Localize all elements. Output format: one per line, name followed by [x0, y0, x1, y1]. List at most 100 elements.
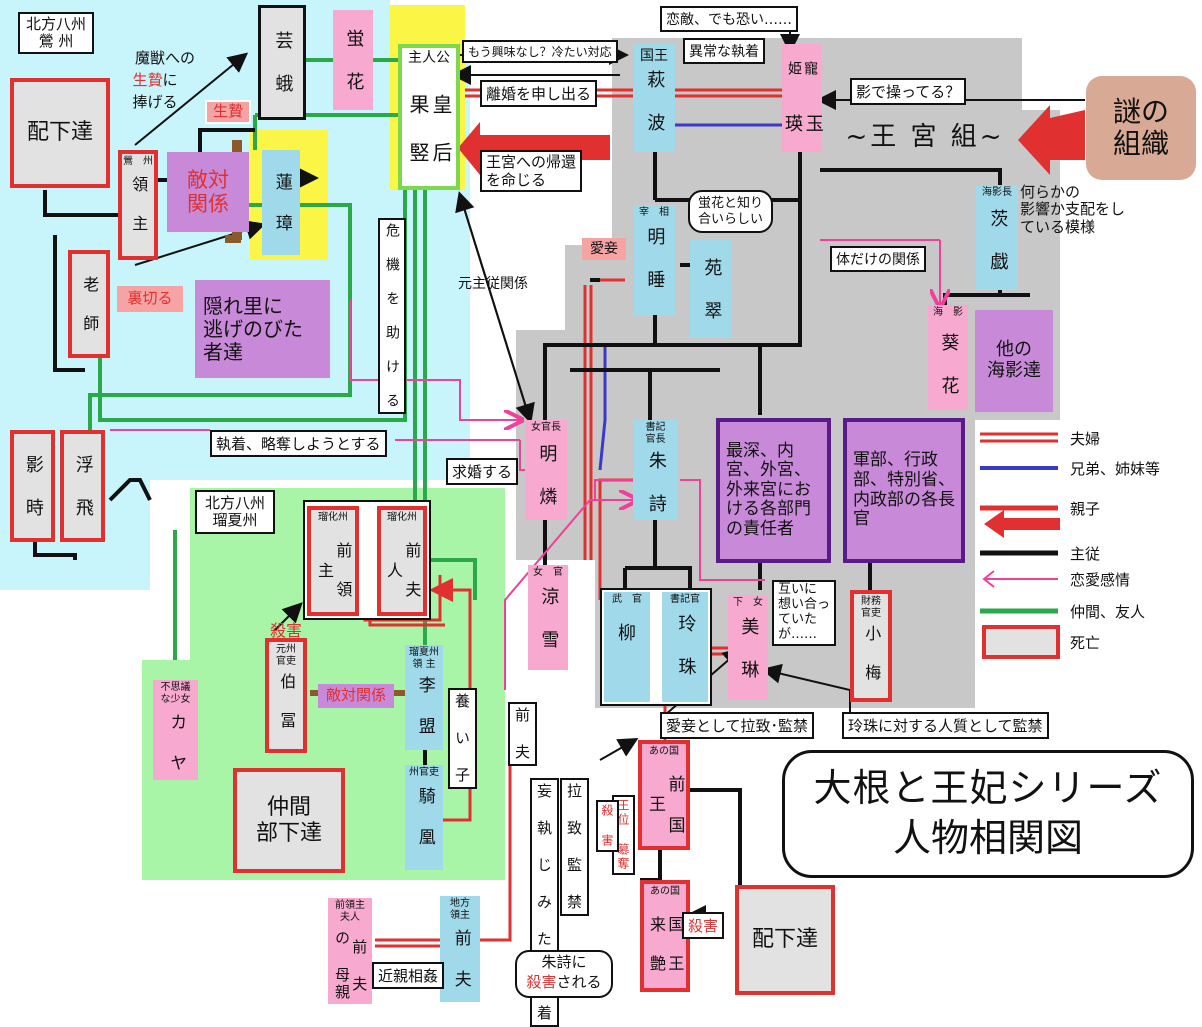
- label-kage: 影で操ってる？: [850, 78, 967, 105]
- label-satsugai-2: 殺 害: [596, 800, 619, 852]
- bukan-tag: 武 官: [612, 594, 642, 605]
- legend-item-shuujuu: 主従: [980, 540, 1190, 566]
- legend-label-shibou: 死亡: [1070, 634, 1101, 652]
- node-kaieichou: 海影長 茨 戯: [976, 185, 1018, 290]
- node-fushigi: 不思議 な少女 カ ヤ: [153, 680, 198, 780]
- node-rika-ryoushu: 瑠夏州 領 主 李 盟: [405, 645, 443, 750]
- nyokan-tag: 女 官: [533, 567, 563, 578]
- zen-fujin-tag: 瑠化州: [387, 512, 417, 523]
- node-keika: 蛍 花: [333, 10, 373, 110]
- hero-tag: 主人公: [408, 50, 450, 66]
- shoki-chou-name: 朱 詩: [645, 451, 667, 514]
- node-shokikan: 書記官 玲 珠: [662, 592, 708, 702]
- zen-ryoushu-fujin-name: 前 夫 の 母親: [333, 930, 369, 1001]
- zen-ryoushu-fujin-tag: 前領主 夫人: [335, 900, 365, 923]
- node-gunbu-choukan: 軍部、行政部、特別省、内政部の各長官: [843, 418, 965, 563]
- shokikan-tag: 書記官: [670, 594, 700, 605]
- node-ryoushu: 鶯 州 領 主: [118, 150, 158, 260]
- zaimu-name: 小 梅: [862, 625, 882, 682]
- legend-item-fuufu: 夫婦: [980, 425, 1190, 451]
- title-box: 大根と王妃シリーズ 人物相関図: [782, 750, 1194, 878]
- label-kyomi: もう興味なし？冷たい対応: [462, 40, 618, 63]
- node-zen-ryoushu: 瑠化州 前 領 主: [307, 506, 359, 616]
- legend-label-nakama: 仲間、友人: [1070, 603, 1146, 621]
- node-zen-fujin: 瑠化州 前 夫 人: [377, 506, 427, 616]
- node-kageji: 影 時: [10, 430, 55, 542]
- label-mazyu-ikenie: 生贄: [132, 71, 163, 90]
- legend-label-fuufu: 夫婦: [1070, 430, 1101, 448]
- shoki-chou-tag: 書記 官長: [645, 422, 666, 445]
- legend-pink-arrow: [982, 570, 1058, 588]
- label-zenpu: 前 夫: [508, 702, 537, 766]
- ryoushu-tag: 鶯 州: [123, 156, 153, 167]
- label-kiki: 危 機 を 助 け る: [378, 218, 406, 414]
- kaieichou-tag: 海影長: [982, 187, 1012, 198]
- legend-item-nakama: 仲間、友人: [980, 598, 1190, 624]
- rika-ryoushu-tag: 瑠夏州 領 主: [409, 647, 439, 670]
- rika-ryoushu-name: 李 盟: [414, 676, 435, 736]
- kaiei-tag: 海 影: [933, 307, 963, 318]
- hero-name: 皇 后 果 竪: [406, 94, 453, 165]
- label-reishu-hitojichi: 玲珠に対する人質として監禁: [842, 712, 1049, 739]
- node-nyokan-chou: 女官長 明 燐: [525, 420, 567, 520]
- palace-label: ~王 宮 組~: [845, 122, 1005, 153]
- legend-item-red-arrow: [980, 508, 1190, 540]
- chouki-name: 玉 瑛: [782, 113, 824, 134]
- title-line-1: 大根と王妃シリーズ: [813, 766, 1163, 811]
- node-kaiei: 海 影 葵 花: [928, 305, 968, 410]
- legend-label-shuujuu: 主従: [1070, 545, 1101, 563]
- node-shoki-chou: 書記 官長 朱 詩: [633, 420, 678, 520]
- legend-red-arrow: [984, 510, 1060, 538]
- label-aishou-rachi: 愛妾として拉致･監禁: [660, 712, 815, 739]
- shukan-tag: 州官吏: [409, 767, 439, 778]
- legend-red-line: [980, 505, 1058, 511]
- label-tagai: 互いに 想い合っ ていた が……: [772, 580, 837, 646]
- fushigi-name: カ ヤ: [166, 713, 187, 773]
- node-genshu: 元州 官吏 伯 冨: [265, 638, 307, 753]
- label-rachi-kankin: 拉 致 監 禁: [560, 778, 589, 916]
- label-kikan: 王宮への帰還 を命じる: [480, 150, 583, 192]
- legend-item-oyako: 親子: [980, 495, 1190, 521]
- label-shushi-satsugai-word: 殺害: [526, 972, 557, 991]
- saishou-tag: 宰 相: [639, 207, 669, 218]
- nyokan-name: 涼 雪: [538, 586, 560, 650]
- node-zaimu: 財務 官吏 小 梅: [850, 590, 892, 702]
- node-anokuni-zenkokuou: あの国 前 国 王: [638, 740, 690, 850]
- label-shushi-satsugai: 朱詩に殺害される: [515, 950, 613, 998]
- node-yeigou: 芸 蛾: [258, 5, 306, 120]
- ruixiazhou-label: 北方八州 瑠夏州: [195, 490, 275, 534]
- chihou-tag: 地方 領主: [450, 898, 470, 921]
- zen-fujin-name: 前 夫 人: [384, 542, 422, 600]
- label-kinshin: 近親相姦: [372, 962, 445, 989]
- node-chouki: 寵 姫 玉 瑛: [782, 44, 824, 152]
- node-chihou: 地方 領主 前 夫: [440, 896, 480, 1002]
- nyokan-chou-tag: 女官長: [531, 422, 561, 433]
- node-haikatachi-bottom: 配下達: [735, 885, 835, 995]
- label-satsugai: 殺害: [269, 620, 302, 640]
- label-mazyu-ni: に: [162, 71, 178, 90]
- legend-item-shibou: 死亡: [980, 624, 1190, 660]
- anokuni1-name: 前 国 王: [645, 774, 685, 835]
- node-kajo: 下 女 美 琳: [728, 595, 768, 700]
- label-uragiru: 裏切る: [117, 286, 183, 312]
- legend-item-kyoudai: 兄弟、姉妹等: [980, 455, 1190, 481]
- label-aishou: 愛妾: [582, 238, 626, 260]
- label-mazyu-3: 捧げる: [132, 93, 178, 112]
- label-mazyu-1: 魔獣への: [134, 49, 195, 68]
- node-bukan: 武 官 柳: [604, 592, 650, 702]
- node-ensui: 苑 翠: [690, 240, 732, 338]
- label-renteki: 恋敵、でも恐い……: [660, 6, 798, 32]
- kajo-name: 美 琳: [738, 616, 760, 680]
- label-shushi-sareru: される: [556, 972, 602, 991]
- genshu-tag: 元州 官吏: [276, 644, 296, 667]
- nyokan-chou-name: 明 燐: [536, 443, 558, 507]
- kaiei-name: 葵 花: [938, 332, 960, 396]
- label-motoshu: 元主従関係: [458, 275, 528, 292]
- label-satsugai-3: 殺害: [682, 912, 725, 939]
- kokuou-name: 萩 波: [644, 70, 666, 134]
- node-hoka-kaiei: 他の 海影達: [975, 310, 1053, 412]
- label-kyuukon: 求婚する: [446, 458, 519, 485]
- zaimu-tag: 財務 官吏: [861, 596, 881, 619]
- friend-lines: [88, 58, 477, 700]
- label-mazyu-2: 生贄に: [125, 70, 185, 92]
